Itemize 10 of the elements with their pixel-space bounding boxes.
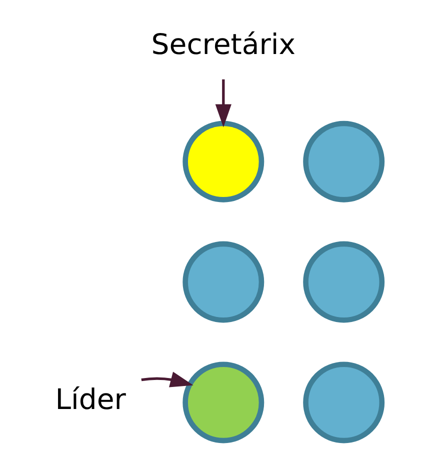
node-circle xyxy=(302,241,384,323)
node-circle xyxy=(302,362,384,444)
node-text: Secretárix xyxy=(150,28,295,62)
node-circle xyxy=(302,120,384,202)
node-circle xyxy=(182,120,264,202)
node-text: Líder xyxy=(54,383,126,416)
node-circle xyxy=(182,362,264,444)
arrow xyxy=(140,372,193,388)
arrow xyxy=(214,79,231,128)
node-circle xyxy=(182,241,264,323)
